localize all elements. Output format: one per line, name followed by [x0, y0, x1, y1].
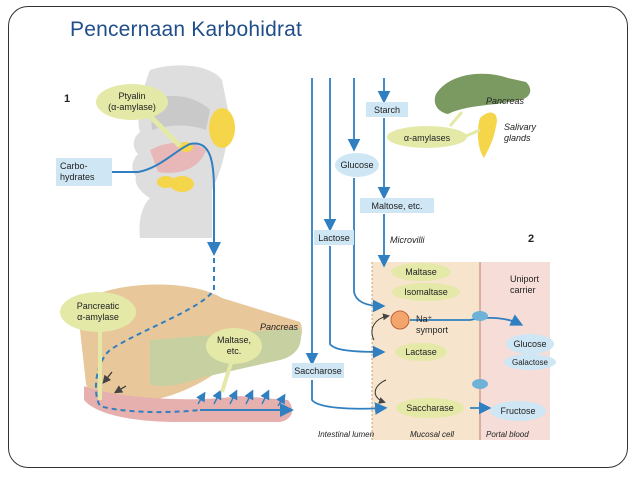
ptyalin-label-sub: (α-amylase) [108, 102, 156, 112]
lactose-box [314, 230, 354, 245]
small-intestine [84, 386, 293, 422]
maltase-oval [391, 263, 451, 281]
uniport-carrier-icon [472, 311, 488, 321]
salivary-gland [157, 176, 175, 188]
panel-2-absorption: Pancreas Salivary glands 2 Starch [292, 73, 556, 440]
ptyalin-label: Ptyalin [118, 91, 145, 101]
uniport-carrier-icon [472, 379, 488, 389]
pancreas-label-1: Pancreas [260, 322, 299, 332]
starch-label: Starch [374, 105, 400, 115]
salivary-glands-label-sub: glands [504, 133, 531, 143]
mucosal-cell-label: Mucosal cell [410, 430, 454, 439]
food-path-esophagus [94, 258, 215, 414]
isomaltase-oval [392, 283, 460, 301]
lactase-label: Lactase [405, 347, 437, 357]
tongue [150, 142, 206, 174]
uniport-carrier-label-sub: carrier [510, 285, 536, 295]
glucose-in-oval [335, 153, 379, 177]
isomaltase-label: Isomaltase [404, 287, 448, 297]
na-symport-label: Na⁺ [416, 314, 433, 324]
pancreatic-amylase-oval [60, 292, 136, 332]
starch-box [366, 102, 408, 117]
maltase-label: Maltase [405, 267, 437, 277]
alpha-amylases-oval [387, 126, 467, 148]
glucose-out-label: Glucose [513, 339, 546, 349]
pancreatic-amylase-label: Pancreatic [77, 301, 120, 311]
carbohydrates-box [56, 158, 112, 186]
lactase-oval [395, 343, 447, 361]
glucose-out-oval [506, 334, 554, 354]
uniport-carrier-label: Uniport [510, 274, 540, 284]
panel-2-number: 2 [528, 233, 534, 245]
portal-blood-label: Portal blood [486, 430, 529, 439]
carbohydrates-label: Carbo- [60, 161, 88, 171]
intestinal-lumen-label: Intestinal lumen [318, 430, 375, 439]
maltase-etc-oval [206, 328, 262, 364]
ptyalin-pointer [148, 114, 182, 148]
internal-arrows [371, 313, 390, 404]
alpha-amylases-label: α-amylases [404, 133, 451, 143]
panel-1-number: 1 [64, 93, 70, 105]
pancreatic-amylase-label-sub: α-amylase [77, 312, 119, 322]
salivary-gland [170, 176, 194, 192]
fructose-label: Fructose [500, 406, 535, 416]
microvilli-label: Microvilli [390, 235, 425, 245]
na-symport-label-sub: symport [416, 325, 449, 335]
salivary-glands-label: Salivary [504, 122, 537, 132]
saccharase-oval [396, 398, 464, 418]
saccharose-label: Saccharose [294, 366, 342, 376]
pancreas-organ-2 [434, 73, 531, 114]
maltase-etc-label: Maltase, [217, 335, 251, 345]
maltase-etc-label-sub: etc. [227, 346, 242, 356]
salivary-gland [209, 108, 235, 148]
maltose-label: Maltose, etc. [371, 201, 422, 211]
saccharose-box [292, 363, 344, 378]
lactose-label: Lactose [318, 233, 350, 243]
pancreas-label-2: Pancreas [486, 96, 525, 106]
saccharase-label: Saccharase [406, 403, 454, 413]
slide-title: Pencernaan Karbohidrat [70, 18, 303, 41]
absorption-arrows [196, 389, 286, 407]
food-path-mouth [110, 142, 221, 256]
galactose-label: Galactose [512, 358, 549, 367]
maltose-box [360, 198, 434, 213]
ptyalin-oval [96, 84, 168, 120]
carbohydrates-label-sub: hydrates [60, 172, 95, 182]
galactose-oval [504, 354, 556, 370]
flow-arrows [305, 78, 524, 415]
salivary-glands-organ [477, 112, 497, 158]
maltase-pointer [220, 359, 234, 393]
glucose-in-label: Glucose [340, 160, 373, 170]
panel-1-anatomy: 1 Ptyalin (α-amylase) Carbo- hydrates Pa… [56, 65, 302, 422]
fructose-oval [490, 401, 546, 421]
na-symport-icon [390, 310, 410, 330]
